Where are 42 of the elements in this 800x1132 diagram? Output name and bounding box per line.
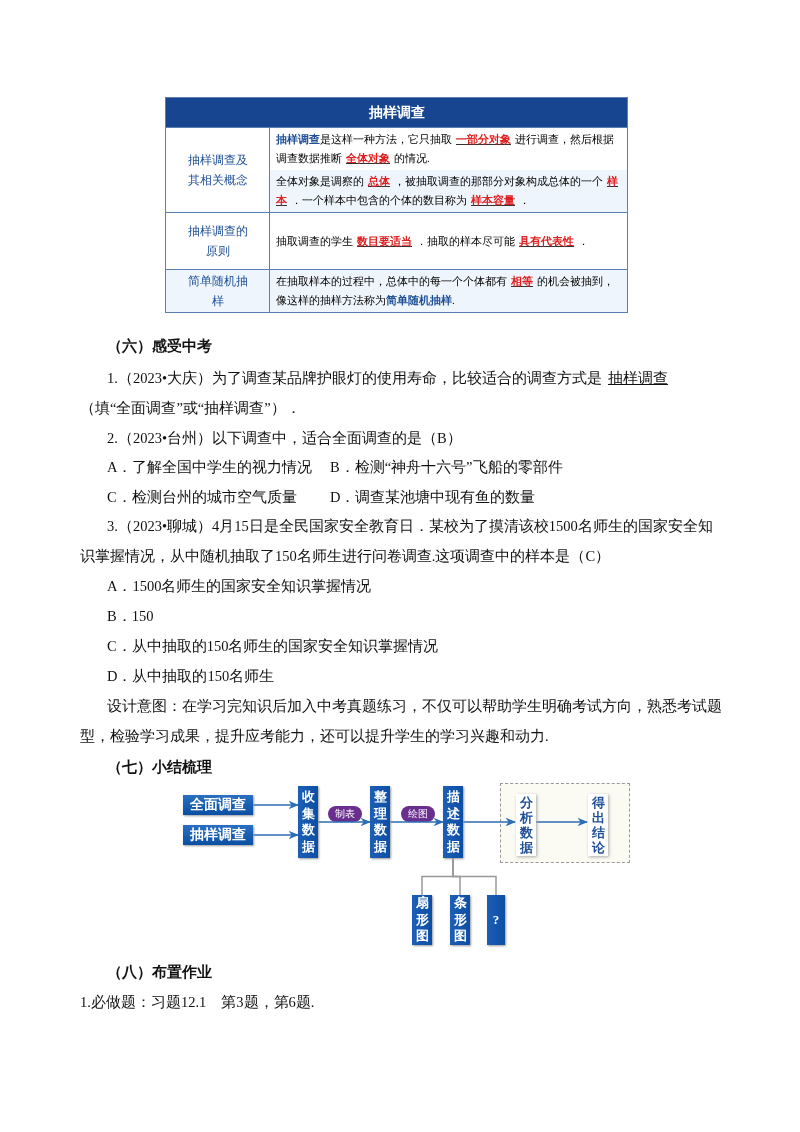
answer-option: B．检测“神舟十六号”飞船的零部件 — [330, 452, 630, 482]
row-heading: 简单随机抽样 — [165, 269, 270, 313]
process-box: 描述数据 — [443, 786, 463, 858]
table-cell: 在抽取样本的过程中，总体中的每一个个体都有相等的机会被抽到，像这样的抽样方法称为简单随机抽样. — [269, 269, 628, 313]
section-heading: （八）布置作业 — [107, 963, 213, 982]
answer-option: C．检测台州的城市空气质量 — [107, 482, 327, 512]
connector-line — [452, 857, 497, 896]
process-box: 抽样调查 — [183, 825, 253, 845]
edge-label: 绘图 — [401, 806, 435, 822]
question-text: 2.（2023•台州）以下调查中，适合全面调查的是（B） — [107, 429, 463, 448]
table-header: 抽样调查 — [165, 97, 628, 128]
answer-option: A．了解全国中学生的视力情况 — [107, 452, 327, 482]
arrow — [389, 817, 445, 827]
answer-option: D．调查某池塘中现有鱼的数量 — [330, 482, 630, 512]
arrow — [252, 830, 300, 840]
section-heading: （六）感受中考 — [107, 337, 213, 356]
table-cell: 抽取调查的学生数目要适当．抽取的样本尽可能具有代表性． — [269, 212, 628, 270]
process-box: ? — [487, 895, 505, 945]
process-box: 得出结论 — [588, 794, 608, 856]
note-paragraph: 设计意图：在学习完知识后加入中考真题练习，不仅可以帮助学生明确考试方向，熟悉考试题型，检验学习成果，提升应考能力，还可以提升学生的学习兴趣和动力. — [80, 697, 723, 746]
question-text: 1.（2023•大庆）为了调查某品牌护眼灯的使用寿命，比较适合的调查方式是抽样调查（填“全面调查”或“抽样调查”）． — [80, 369, 669, 418]
answer-option: A．1500名师生的国家安全知识掌握情况 — [107, 571, 607, 601]
process-box: 扇形图 — [412, 895, 432, 945]
homework-text: 1.必做题：习题12.1 第3题，第6题. — [80, 993, 316, 1012]
process-box: 分析数据 — [516, 794, 536, 856]
arrow — [462, 817, 517, 827]
arrow — [317, 817, 372, 827]
process-box: 条形图 — [450, 895, 470, 945]
process-box: 全面调查 — [183, 795, 253, 815]
row-heading: 抽样调查及其相关概念 — [165, 127, 270, 213]
arrow — [252, 800, 300, 810]
answer-option: D．从中抽取的150名师生 — [107, 661, 607, 691]
edge-label: 制表 — [328, 806, 362, 822]
question-text: 3.（2023•聊城）4月15日是全民国家安全教育日．某校为了摸清该校1500名师生的国家安全知识掌握情况，从中随机抽取了150名师生进行问卷调查.这项调查中的样本是（C） — [80, 517, 714, 566]
answer-option: C．从中抽取的150名师生的国家安全知识掌握情况 — [107, 631, 607, 661]
process-box: 整理数据 — [370, 786, 390, 858]
answer-option: B．150 — [107, 601, 607, 631]
table-cell: 全体对象是调察的总体，被抽取调查的那部分对象构成总体的一个样本．一个样本中包含的个体的数目称为样本容量． — [269, 170, 628, 213]
row-heading: 抽样调查的原则 — [165, 212, 270, 270]
dashed-frame — [500, 783, 630, 863]
process-box: 收集数据 — [298, 786, 318, 858]
section-heading: （七）小结梳理 — [107, 758, 213, 777]
